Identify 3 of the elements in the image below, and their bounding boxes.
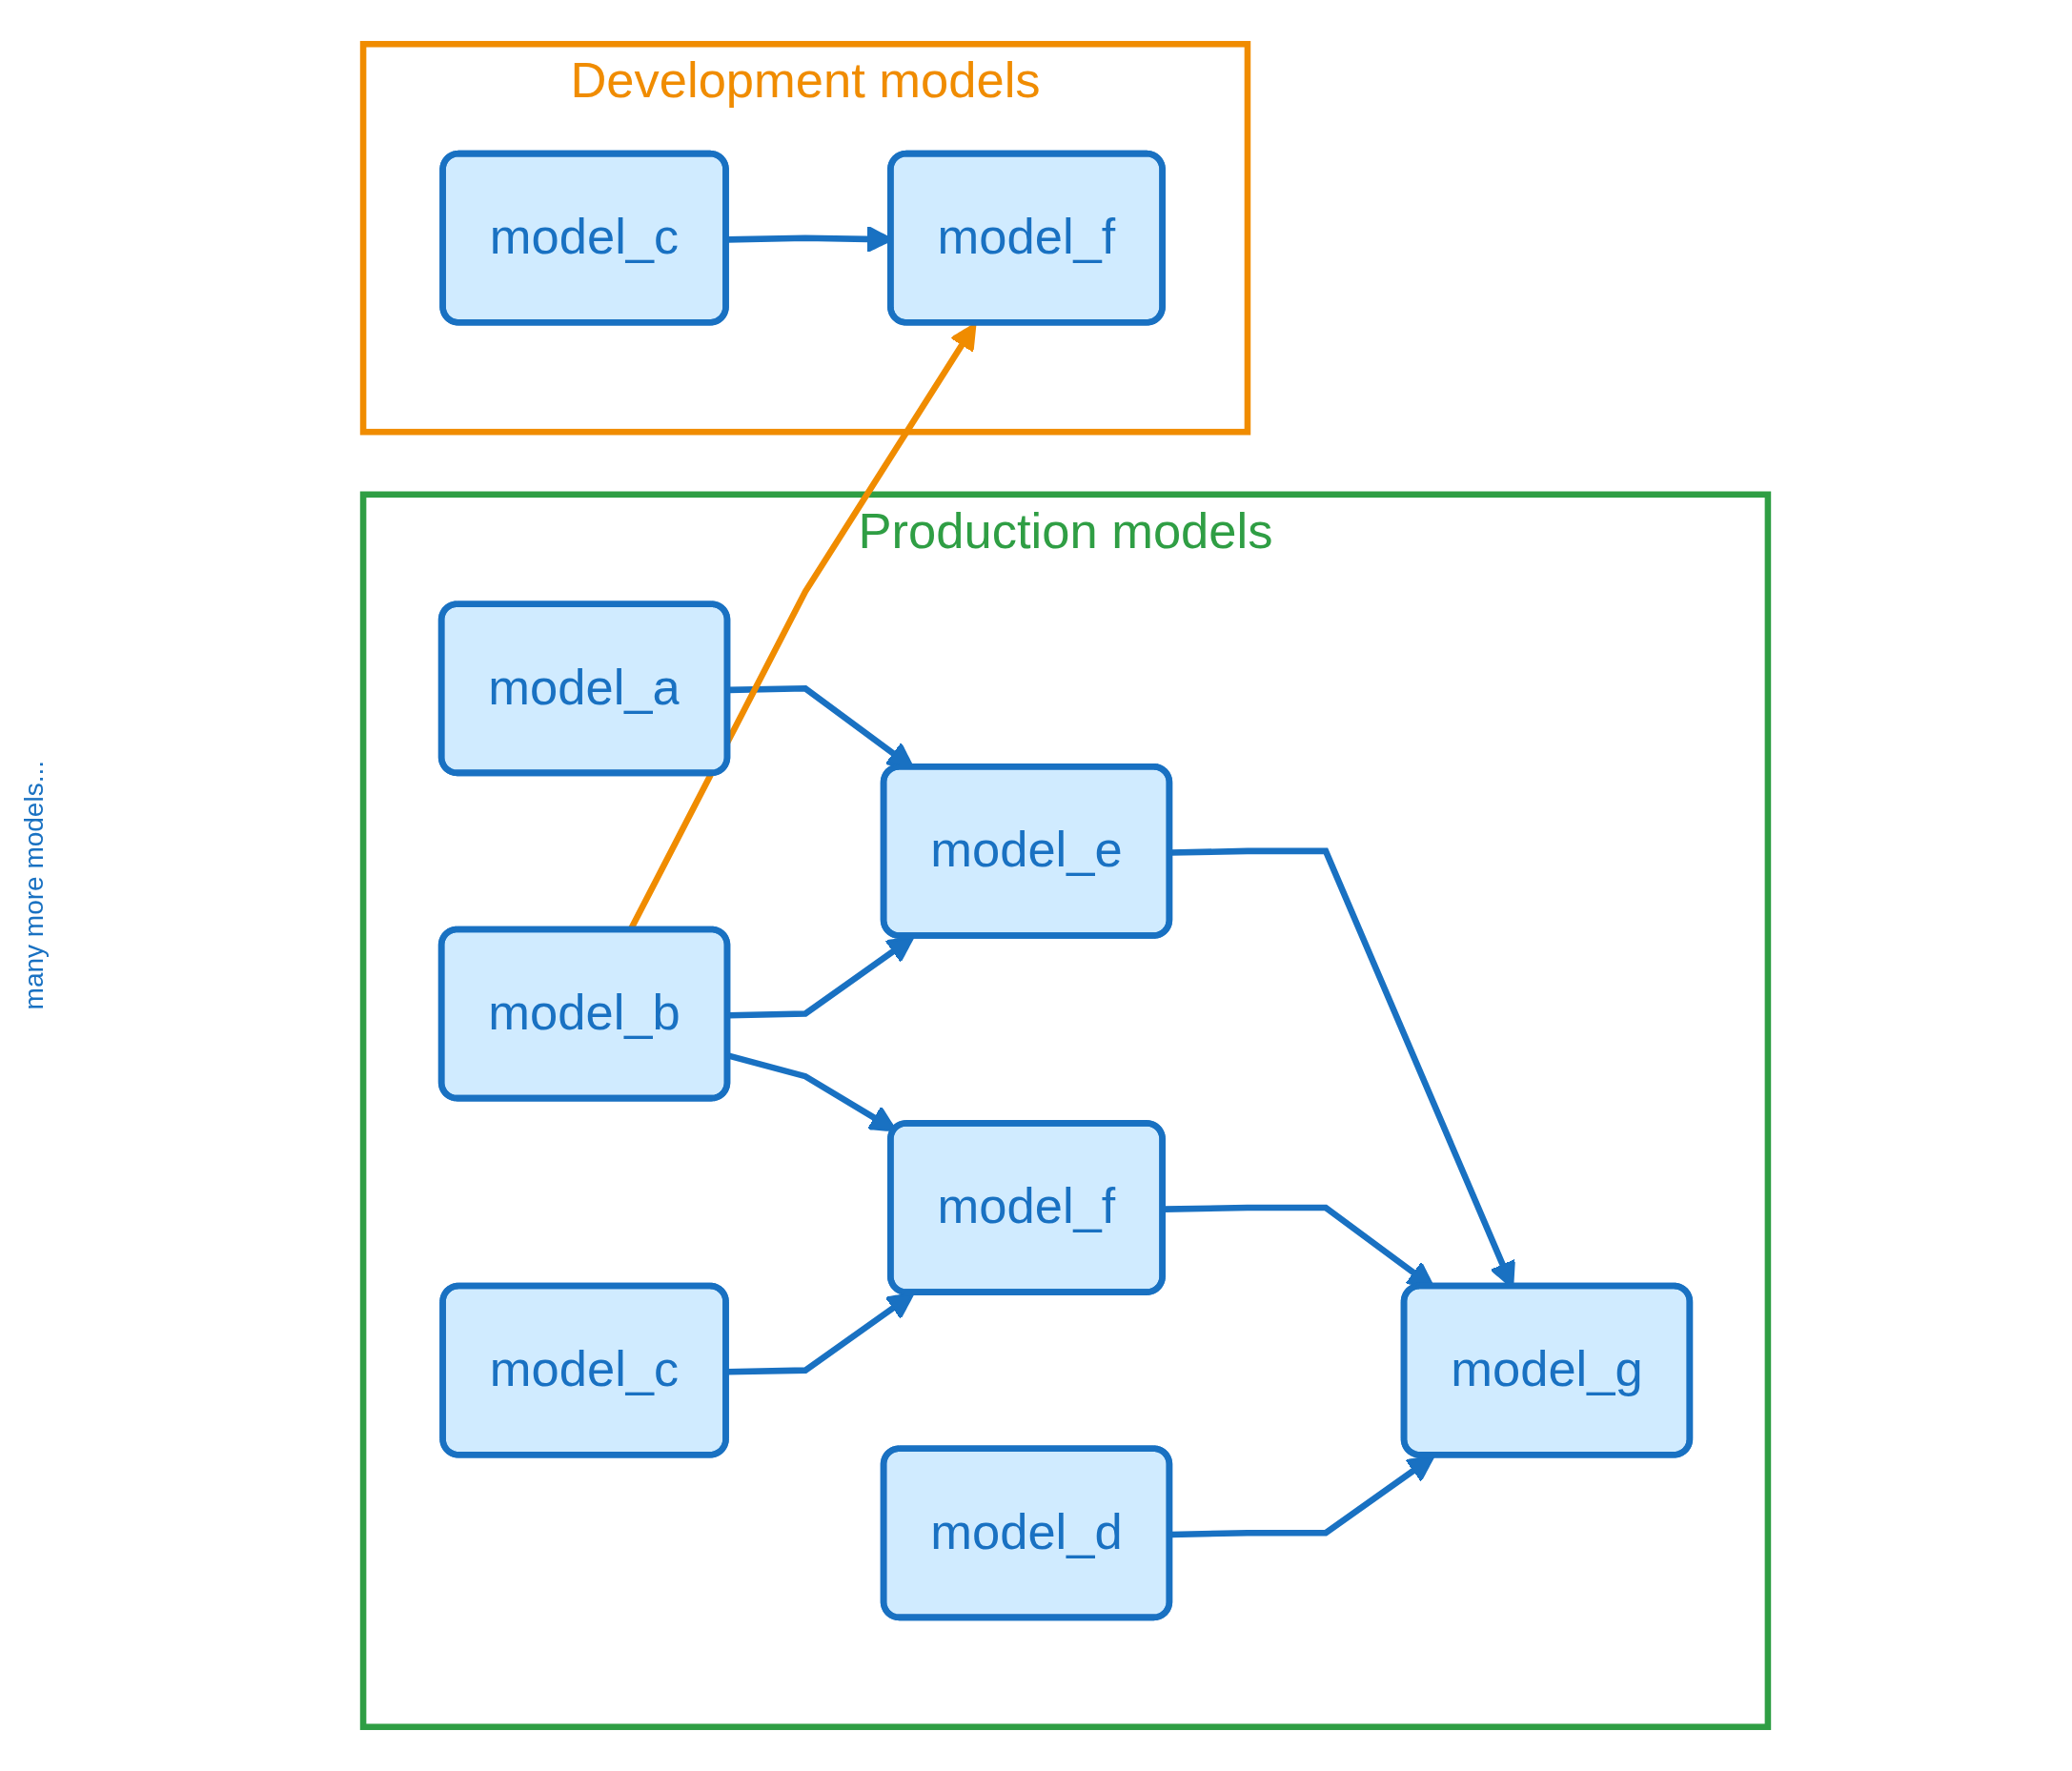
note-text: many more models...: [19, 761, 50, 1010]
arrow: [1170, 1455, 1435, 1538]
arrow: [727, 1292, 915, 1375]
